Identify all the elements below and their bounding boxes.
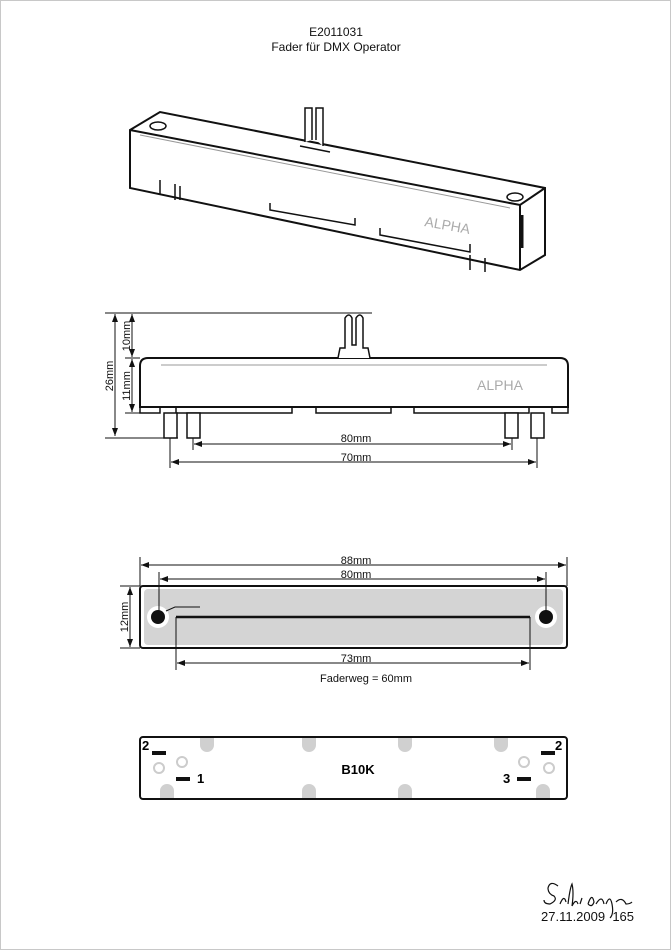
bottom-view (139, 736, 568, 800)
resistance-value: B10K (341, 762, 375, 777)
dim-outer-pins: 70mm (341, 452, 372, 464)
isometric-view (129, 107, 546, 272)
dim-overall-length: 88mm (341, 555, 372, 567)
pin-label-2-left: 2 (142, 738, 149, 753)
dim-knob-height: 10mm (121, 321, 133, 352)
brand-label-side: ALPHA (477, 377, 524, 393)
brand-label-isometric: ALPHA (423, 213, 472, 237)
dim-total-height: 26mm (104, 361, 116, 392)
dim-slot-length: 73mm (341, 653, 372, 665)
dim-hole-spacing: 80mm (341, 569, 372, 581)
side-view (139, 314, 569, 439)
dim-body-height: 11mm (121, 371, 133, 401)
side-view-dimensions (105, 312, 538, 468)
dim-inner-pins: 80mm (341, 433, 372, 445)
signature (543, 882, 633, 919)
pin-label-3: 3 (503, 771, 510, 786)
dim-width: 12mm (119, 602, 131, 633)
part-number: E2011031 (309, 25, 363, 39)
date-code: 27.11.2009 165 (541, 909, 634, 924)
pin-label-2-right: 2 (555, 738, 562, 753)
top-view (139, 585, 568, 670)
top-view-dimensions (120, 557, 568, 666)
drawing-title: Fader für DMX Operator (271, 40, 400, 54)
fader-travel-note: Faderweg = 60mm (320, 673, 412, 685)
pin-label-1: 1 (197, 771, 204, 786)
